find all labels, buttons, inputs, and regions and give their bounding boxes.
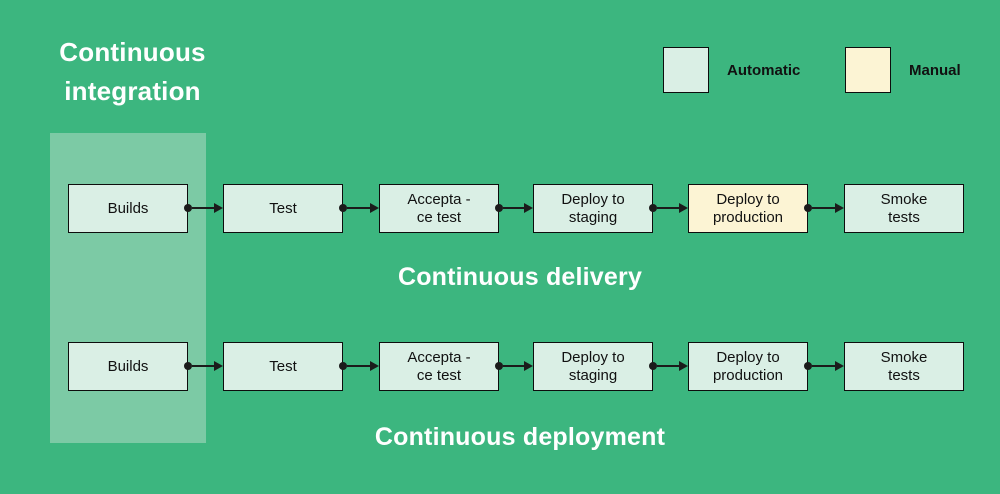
arrow-shaft [347, 365, 370, 367]
arrow-dot [184, 362, 192, 370]
arrow-shaft [503, 365, 524, 367]
legend-label-automatic: Automatic [727, 61, 801, 79]
arrow-dot [649, 204, 657, 212]
continuous-deployment-label: Continuous deployment [374, 423, 666, 451]
arrow-dot [495, 362, 503, 370]
arrow-dot [339, 362, 347, 370]
flow-arrow [339, 202, 379, 214]
arrow-head-icon [835, 361, 844, 371]
pipeline-box-deploy-production: Deploy to production [688, 342, 808, 391]
arrow-head-icon [524, 203, 533, 213]
flow-arrow [804, 360, 844, 372]
arrow-dot [804, 204, 812, 212]
pipeline-box-deploy-staging: Deploy to staging [533, 184, 653, 233]
pipeline-box-test: Test [223, 342, 343, 391]
arrow-shaft [657, 365, 679, 367]
arrow-shaft [657, 207, 679, 209]
pipeline-box-builds: Builds [68, 342, 188, 391]
arrow-head-icon [214, 361, 223, 371]
arrow-head-icon [835, 203, 844, 213]
legend-label-manual: Manual [909, 61, 961, 79]
arrow-shaft [503, 207, 524, 209]
arrow-dot [184, 204, 192, 212]
legend-item-automatic: Automatic [663, 47, 800, 93]
flow-arrow [495, 360, 533, 372]
pipeline-box-deploy-production: Deploy to production [688, 184, 808, 233]
pipeline-box-test: Test [223, 184, 343, 233]
continuous-delivery-label: Continuous delivery [397, 263, 643, 291]
manual-swatch [845, 47, 891, 93]
arrow-head-icon [370, 203, 379, 213]
arrow-shaft [192, 207, 214, 209]
pipeline-box-smoke-tests: Smoke tests [844, 184, 964, 233]
pipeline-box-smoke-tests: Smoke tests [844, 342, 964, 391]
automatic-swatch [663, 47, 709, 93]
flow-arrow [804, 202, 844, 214]
flow-arrow [184, 360, 223, 372]
pipeline-box-deploy-staging: Deploy to staging [533, 342, 653, 391]
arrow-dot [804, 362, 812, 370]
pipeline-box-acceptance-test: Accepta - ce test [379, 184, 499, 233]
arrow-head-icon [214, 203, 223, 213]
arrow-dot [649, 362, 657, 370]
pipeline-box-builds: Builds [68, 184, 188, 233]
flow-arrow [495, 202, 533, 214]
arrow-dot [339, 204, 347, 212]
legend-item-manual: Manual [845, 47, 961, 93]
arrow-shaft [812, 365, 835, 367]
page-title: Continuous integration [59, 37, 206, 106]
arrow-shaft [347, 207, 370, 209]
arrow-head-icon [679, 361, 688, 371]
arrow-head-icon [370, 361, 379, 371]
arrow-shaft [192, 365, 214, 367]
arrow-dot [495, 204, 503, 212]
flow-arrow [649, 360, 688, 372]
flow-arrow [339, 360, 379, 372]
arrow-head-icon [679, 203, 688, 213]
arrow-shaft [812, 207, 835, 209]
arrow-head-icon [524, 361, 533, 371]
flow-arrow [184, 202, 223, 214]
pipeline-box-acceptance-test: Accepta - ce test [379, 342, 499, 391]
flow-arrow [649, 202, 688, 214]
